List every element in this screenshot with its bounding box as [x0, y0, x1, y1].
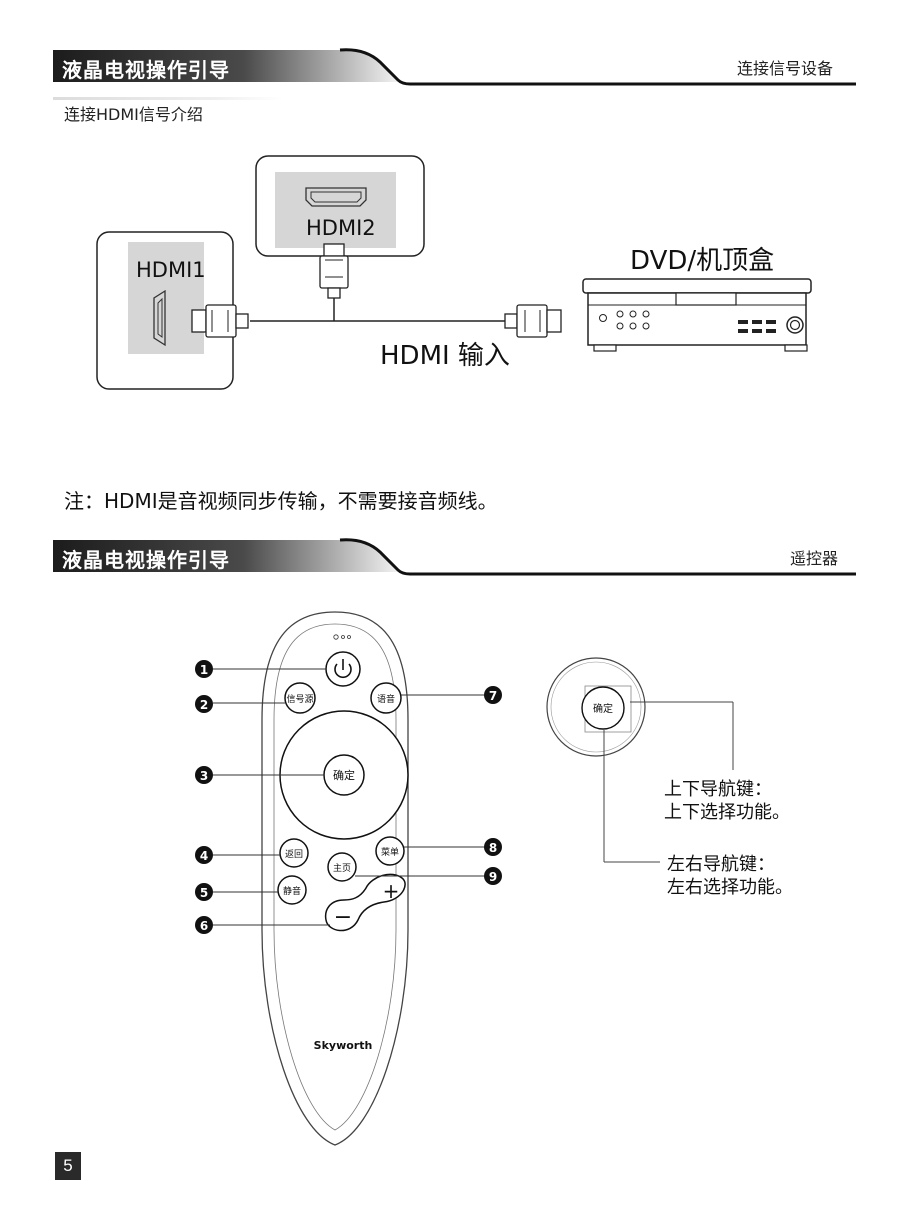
svg-text:1: 1	[200, 663, 208, 677]
source-button-label: 信号源	[286, 693, 313, 705]
svg-text:2: 2	[200, 698, 208, 712]
page-number: 5	[55, 1152, 81, 1180]
hdmi1-label: HDMI1	[136, 258, 206, 282]
callout-marker-9: 9	[484, 867, 502, 885]
hdmi1-connector-icon	[191, 304, 249, 338]
svg-text:3: 3	[200, 769, 208, 783]
hdmi1-panel-bg	[128, 242, 204, 354]
updown-nav-title: 上下导航键：	[664, 779, 772, 800]
hdmi2-label: HDMI2	[306, 216, 376, 240]
callout-lines	[213, 668, 485, 926]
remote-control-diagram: 信号源 语音 确定 返回 菜单 主页 静音 + − Skyworth	[195, 611, 734, 1146]
section1-header-right: 连接信号设备	[737, 59, 834, 78]
back-button-label: 返回	[285, 848, 303, 860]
callout-marker-3: 3	[195, 766, 213, 784]
source-button[interactable]: 信号源	[284, 682, 316, 714]
mute-button-label: 静音	[283, 885, 301, 897]
hdmi2-panel-bg	[275, 172, 396, 248]
callout-marker-8: 8	[484, 838, 502, 856]
leftright-nav-desc: 左右选择功能。	[667, 877, 793, 898]
power-button[interactable]	[325, 651, 361, 687]
voice-button-label: 语音	[377, 693, 395, 705]
dvd-connector-icon	[504, 304, 562, 338]
section1-header-bg	[53, 48, 856, 100]
microphone-icon	[333, 634, 351, 640]
hdmi2-connector-icon	[319, 243, 349, 299]
back-button[interactable]: 返回	[279, 838, 309, 868]
callout-marker-2: 2	[195, 695, 213, 713]
section2-header-title: 液晶电视操作引导	[62, 548, 230, 572]
section2-header-right: 遥控器	[790, 549, 839, 568]
menu-button-label: 菜单	[381, 846, 399, 858]
volume-rocker[interactable]: + −	[324, 873, 406, 932]
dvd-player-icon	[582, 278, 812, 352]
brand-logo: Skyworth	[314, 1039, 373, 1052]
svg-text:8: 8	[489, 841, 497, 855]
svg-text:9: 9	[489, 870, 497, 884]
ok-button-label: 确定	[333, 768, 355, 782]
callout-marker-5: 5	[195, 883, 213, 901]
nav-detail-diagram: 确定	[546, 657, 734, 863]
leftright-nav-title: 左右导航键：	[667, 854, 775, 875]
hdmi2-port-icon	[305, 187, 367, 207]
callout-marker-4: 4	[195, 846, 213, 864]
hdmi1-port-icon	[153, 289, 166, 347]
voice-button[interactable]: 语音	[370, 682, 402, 714]
ok-button[interactable]: 确定	[323, 754, 365, 796]
home-button-label: 主页	[333, 862, 351, 874]
power-icon	[334, 663, 352, 679]
updown-nav-desc: 上下选择功能。	[664, 802, 790, 823]
nav-detail-ok-label: 确定	[593, 702, 613, 715]
section2-header-bg	[53, 538, 856, 576]
volume-down-label: −	[334, 905, 352, 930]
svg-text:5: 5	[200, 886, 208, 900]
hdmi-connection-diagram: HDMI1 HDMI2 DVD/机顶盒 HDMI 输入	[96, 155, 812, 390]
home-button[interactable]: 主页	[327, 852, 357, 882]
section1-header-title: 液晶电视操作引导	[62, 58, 230, 82]
callout-marker-7: 7	[484, 686, 502, 704]
callout-marker-1: 1	[195, 660, 213, 678]
svg-text:4: 4	[200, 849, 208, 863]
section1-subtitle: 连接HDMI信号介绍	[64, 105, 203, 124]
volume-up-label: +	[383, 879, 400, 903]
svg-text:6: 6	[200, 919, 208, 933]
hdmi-note: 注：HDMI是音视频同步传输，不需要接音频线。	[64, 489, 498, 513]
callout-marker-6: 6	[195, 916, 213, 934]
menu-button[interactable]: 菜单	[375, 836, 405, 866]
cable-label: HDMI 输入	[380, 341, 510, 371]
svg-text:7: 7	[489, 689, 497, 703]
mute-button[interactable]: 静音	[277, 875, 307, 905]
device-label: DVD/机顶盒	[630, 246, 774, 276]
